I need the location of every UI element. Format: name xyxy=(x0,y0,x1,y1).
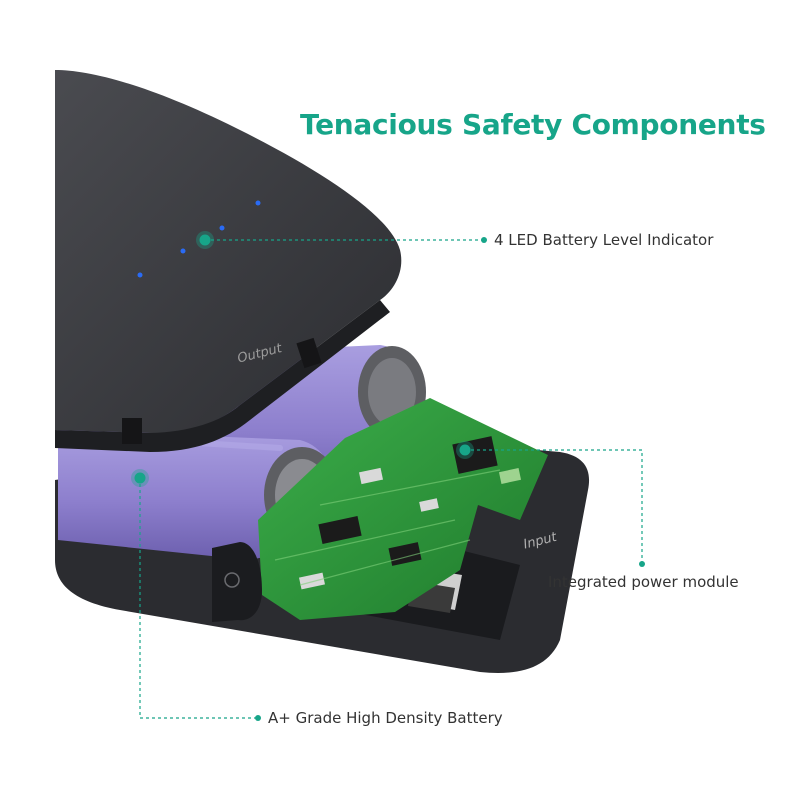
callout-markers xyxy=(131,231,645,721)
led-2 xyxy=(219,225,225,231)
led-1 xyxy=(255,200,261,206)
led-4 xyxy=(137,272,143,278)
callout-lines xyxy=(139,239,643,719)
top-lid xyxy=(55,70,402,452)
callout-led-indicator: 4 LED Battery Level Indicator xyxy=(494,231,714,249)
led-3 xyxy=(180,248,186,254)
callout-power-module: Integrated power module xyxy=(548,573,739,591)
pcb xyxy=(258,398,548,620)
led-indicators xyxy=(137,200,261,278)
callout-battery: A+ Grade High Density Battery xyxy=(268,709,503,727)
power-button xyxy=(212,542,262,622)
headline: Tenacious Safety Components xyxy=(300,108,766,141)
